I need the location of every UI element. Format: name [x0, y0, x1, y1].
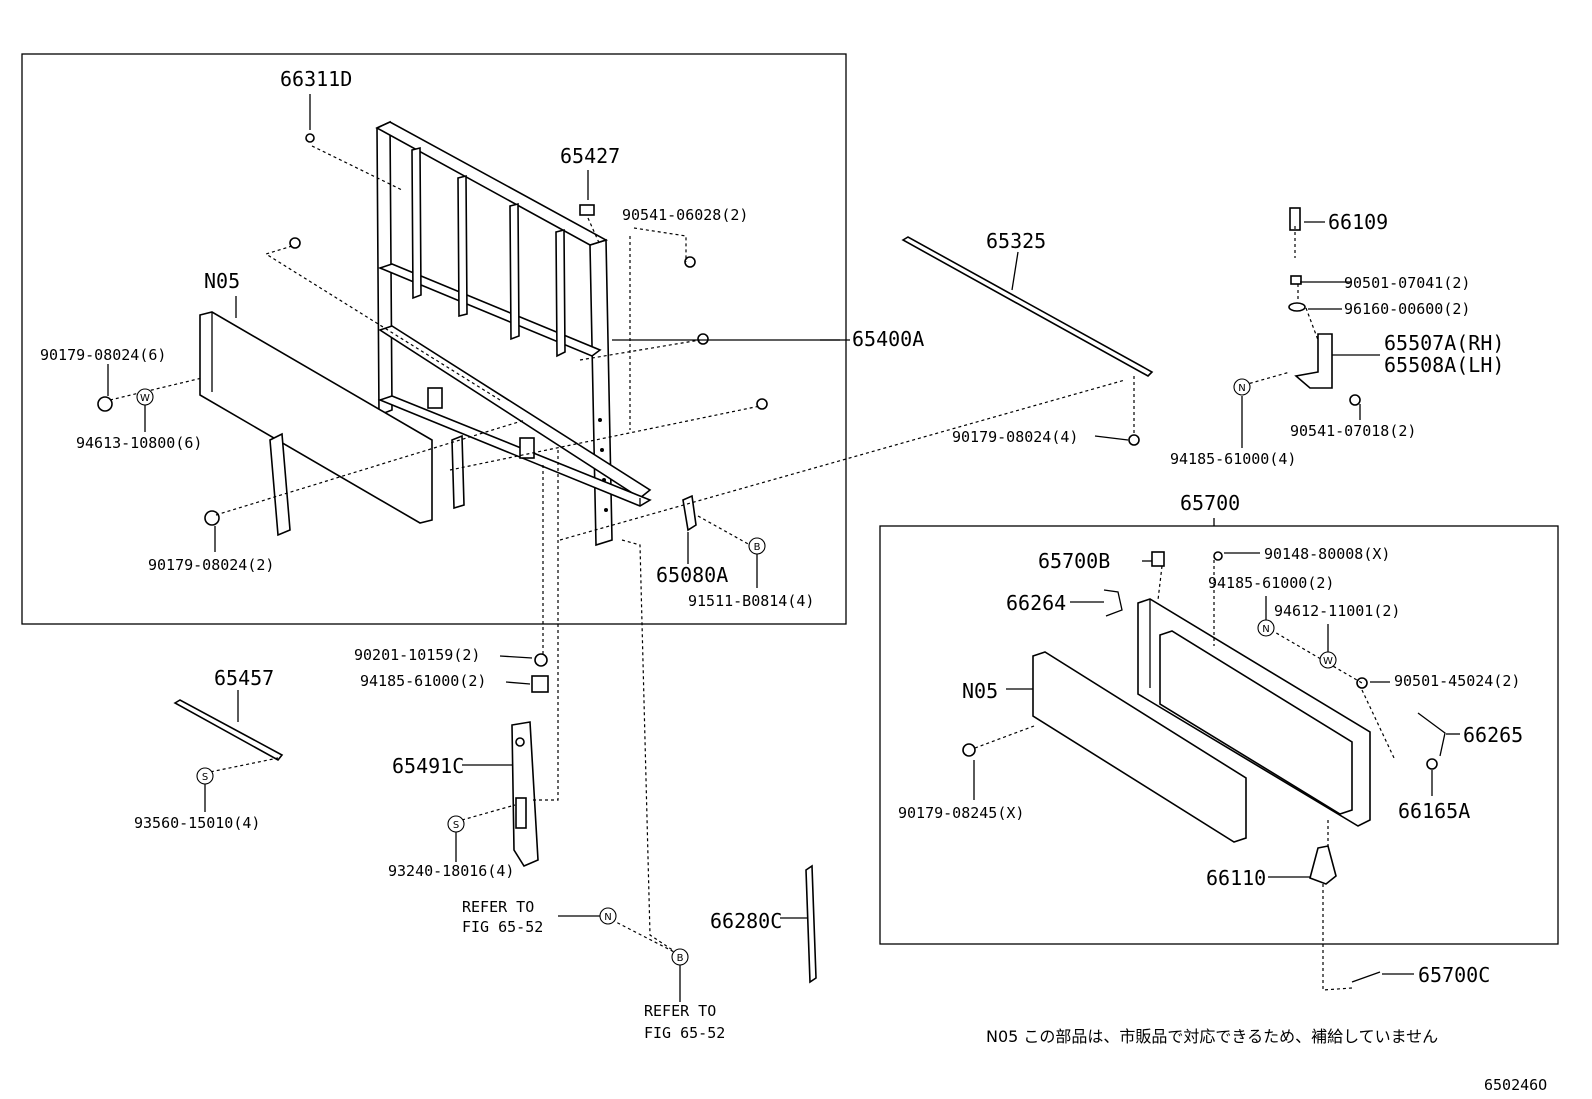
- svg-text:N: N: [1238, 383, 1245, 394]
- label-96160-00600[interactable]: 96160-00600(2): [1344, 300, 1470, 318]
- label-refer-to-1[interactable]: REFER TO: [462, 898, 534, 916]
- tailgate-frame-65700: [1137, 598, 1371, 827]
- label-66311D[interactable]: 66311D: [280, 67, 352, 91]
- hinge-65507A: [1288, 207, 1361, 406]
- label-90179-08245[interactable]: 90179-08245(X): [898, 804, 1024, 822]
- label-n05-right: N05: [962, 679, 998, 703]
- group-box-65400A: [21, 53, 847, 625]
- bracket-65491C: [511, 721, 539, 868]
- label-90541-07018[interactable]: 90541-07018(2): [1290, 422, 1416, 440]
- circle-symbol-b-refer: B: [671, 948, 689, 966]
- label-65700C[interactable]: 65700C: [1418, 963, 1490, 987]
- label-66265[interactable]: 66265: [1463, 723, 1523, 747]
- stake-mid: [451, 434, 465, 510]
- circle-symbol-n-refer: N: [599, 907, 617, 925]
- label-66110[interactable]: 66110: [1206, 866, 1266, 890]
- clip-65700B: [1151, 551, 1165, 567]
- bolts-65400A: [289, 133, 768, 410]
- strip-65457: [173, 699, 284, 762]
- washer-90201: [534, 653, 548, 667]
- label-94185-61000-4[interactable]: 94185-61000(4): [1170, 450, 1296, 468]
- handle-66264: [1103, 589, 1123, 617]
- svg-text:W: W: [1323, 656, 1333, 667]
- label-90179-08024-2[interactable]: 90179-08024(2): [148, 556, 274, 574]
- label-90179-08024-6[interactable]: 90179-08024(6): [40, 346, 166, 364]
- label-91511-b0814[interactable]: 91511-B0814(4): [688, 592, 814, 610]
- label-66165A[interactable]: 66165A: [1398, 799, 1470, 823]
- svg-text:S: S: [202, 772, 208, 783]
- label-65491C[interactable]: 65491C: [392, 754, 464, 778]
- label-refer-to-2[interactable]: REFER TO: [644, 1002, 716, 1020]
- svg-text:N: N: [604, 912, 611, 923]
- label-65400A[interactable]: 65400A: [852, 327, 924, 351]
- label-94613-10800[interactable]: 94613-10800(6): [76, 434, 202, 452]
- label-65457[interactable]: 65457: [214, 666, 274, 690]
- footnote-n05: N05 この部品は、市販品で対応できるため、補給していません: [986, 1027, 1438, 1046]
- label-94612-11001[interactable]: 94612-11001(2): [1274, 602, 1400, 620]
- svg-text:B: B: [677, 953, 684, 964]
- label-93560-15010[interactable]: 93560-15010(4): [134, 814, 260, 832]
- svg-text:W: W: [140, 393, 150, 404]
- hinge-66110: [1309, 845, 1337, 885]
- label-66109[interactable]: 66109: [1328, 210, 1388, 234]
- nut-90179-6: [97, 396, 113, 412]
- circle-symbol-n-tailgate: N: [1257, 619, 1275, 637]
- part-66280C: [805, 864, 817, 984]
- circle-symbol-s-65457: S: [196, 767, 214, 785]
- label-90501-07041[interactable]: 90501-07041(2): [1344, 274, 1470, 292]
- latch-65080A: [682, 494, 697, 532]
- n05-board-left: [199, 311, 433, 524]
- label-94185-61000-2-tailgate[interactable]: 94185-61000(2): [1208, 574, 1334, 592]
- label-90201-10159[interactable]: 90201-10159(2): [354, 646, 480, 664]
- headboard-frame: [375, 120, 652, 547]
- circle-symbol-w-left: W: [136, 388, 154, 406]
- pin-65700C: [1351, 971, 1381, 983]
- solid-leaders: [107, 94, 1460, 1002]
- label-90179-08024-4[interactable]: 90179-08024(4): [952, 428, 1078, 446]
- label-65325[interactable]: 65325: [986, 229, 1046, 253]
- label-refer-fig-2[interactable]: FIG 65-52: [644, 1024, 725, 1042]
- circle-symbol-n-hinge: N: [1233, 378, 1251, 396]
- label-65700[interactable]: 65700: [1180, 491, 1240, 515]
- stake-left: [269, 432, 291, 537]
- label-65507A-rh[interactable]: 65507A(RH): [1384, 331, 1504, 355]
- group-box-65700: [879, 525, 1559, 945]
- label-66264[interactable]: 66264: [1006, 591, 1066, 615]
- label-93240-18016[interactable]: 93240-18016(4): [388, 862, 514, 880]
- nut-90179-2: [204, 510, 220, 526]
- label-65080A[interactable]: 65080A: [656, 563, 728, 587]
- figure-id: 650246O: [1484, 1076, 1547, 1094]
- n05-board-right: [1032, 651, 1247, 843]
- label-66280C[interactable]: 66280C: [710, 909, 782, 933]
- circle-symbol-s-65491C: S: [447, 815, 465, 833]
- label-65427[interactable]: 65427: [560, 144, 620, 168]
- label-90148-80008[interactable]: 90148-80008(X): [1264, 545, 1390, 563]
- label-90501-45024[interactable]: 90501-45024(2): [1394, 672, 1520, 690]
- label-65700B[interactable]: 65700B: [1038, 549, 1110, 573]
- label-refer-fig-1[interactable]: FIG 65-52: [462, 918, 543, 936]
- circle-symbol-b-upper: B: [748, 537, 766, 555]
- label-65508A-lh[interactable]: 65508A(LH): [1384, 353, 1504, 377]
- label-90541-06028[interactable]: 90541-06028(2): [622, 206, 748, 224]
- label-94185-61000-2[interactable]: 94185-61000(2): [360, 672, 486, 690]
- label-n05-left: N05: [204, 269, 240, 293]
- svg-text:B: B: [754, 542, 761, 553]
- bushing-94185: [531, 675, 549, 693]
- svg-text:N: N: [1262, 624, 1269, 635]
- rod-66265: [1417, 712, 1446, 757]
- svg-text:S: S: [453, 820, 459, 831]
- dashed-leaders: [109, 145, 1396, 991]
- circle-symbol-w-tailgate: W: [1319, 651, 1337, 669]
- strip-65325: [901, 236, 1154, 377]
